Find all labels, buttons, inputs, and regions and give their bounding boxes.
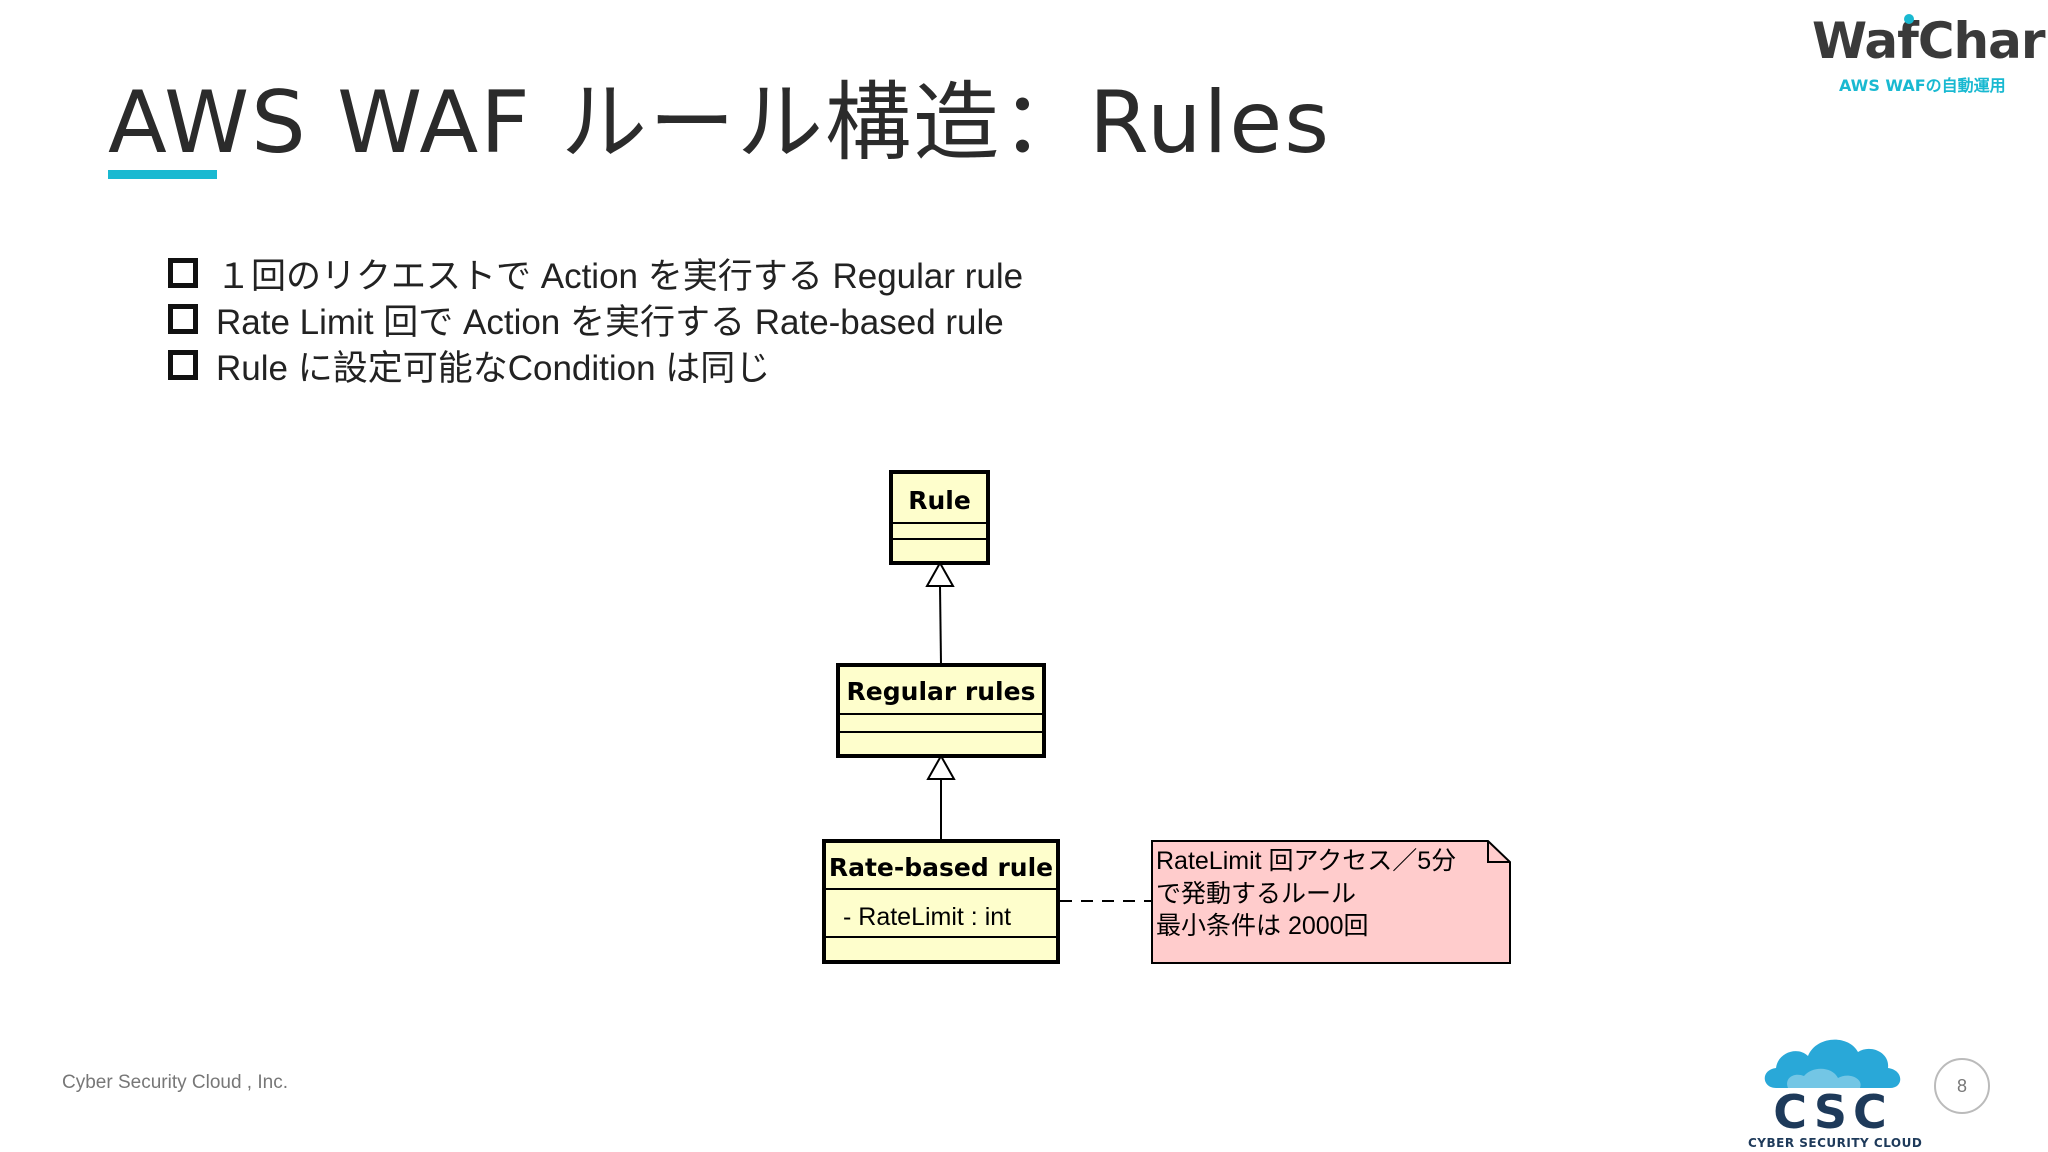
wafcharm-logo-name: WafCharm [1812, 12, 2048, 70]
wafcharm-logo: WafCharm AWS WAFの自動運用 [1812, 12, 2048, 95]
square-bullet-icon [168, 258, 198, 288]
slide-title: AWS WAF ルール構造：Rules [108, 73, 1332, 173]
bullet-item: Rule に設定可能なCondition は同じ [168, 342, 1023, 388]
note: RateLimit 回アクセス／5分 で発動するルール 最小条件は 2000回 [1151, 840, 1511, 964]
note-line: 最小条件は 2000回 [1156, 912, 1369, 940]
bullet-list: １回のリクエストで Action を実行する Regular rule Rate… [168, 250, 1023, 388]
class-attribute: - RateLimit : int [843, 903, 1011, 931]
footer-company-name: Cyber Security Cloud , Inc. [62, 1072, 288, 1093]
csc-logo: CSC CYBER SECURITY CLOUD [1748, 1030, 1923, 1152]
title-underline [108, 170, 217, 179]
csc-logo-text: CSC [1773, 1085, 1893, 1136]
note-line: で発動するルール [1156, 880, 1356, 908]
note-line: RateLimit 回アクセス／5分 [1156, 847, 1456, 875]
square-bullet-icon [168, 350, 198, 380]
page-number: 8 [1934, 1058, 1990, 1114]
class-rule: Rule [889, 470, 990, 565]
inheritance-arrow [926, 753, 956, 840]
class-regular-rules: Regular rules [836, 663, 1046, 758]
csc-logo-subtitle: CYBER SECURITY CLOUD [1748, 1136, 1923, 1150]
bullet-text: Rate Limit 回で Action を実行する Rate-based ru… [216, 302, 1004, 342]
bullet-item: １回のリクエストで Action を実行する Regular rule [168, 250, 1023, 296]
wafcharm-logo-dot [1904, 14, 1914, 24]
inheritance-arrow [925, 560, 955, 665]
bullet-text: Rule に設定可能なCondition は同じ [216, 348, 771, 388]
class-rate-based-rule: Rate-based rule - RateLimit : int [822, 839, 1060, 964]
bullet-text: １回のリクエストで Action を実行する Regular rule [216, 256, 1024, 296]
wafcharm-logo-tagline: AWS WAFの自動運用 [1839, 76, 2006, 95]
csc-cloud-icon: CSC [1764, 1039, 1901, 1139]
bullet-item: Rate Limit 回で Action を実行する Rate-based ru… [168, 296, 1023, 342]
class-rule-name: Rule [908, 486, 971, 515]
square-bullet-icon [168, 304, 198, 334]
class-rate-based-rule-name: Rate-based rule [829, 853, 1053, 882]
class-regular-rules-name: Regular rules [847, 677, 1036, 706]
